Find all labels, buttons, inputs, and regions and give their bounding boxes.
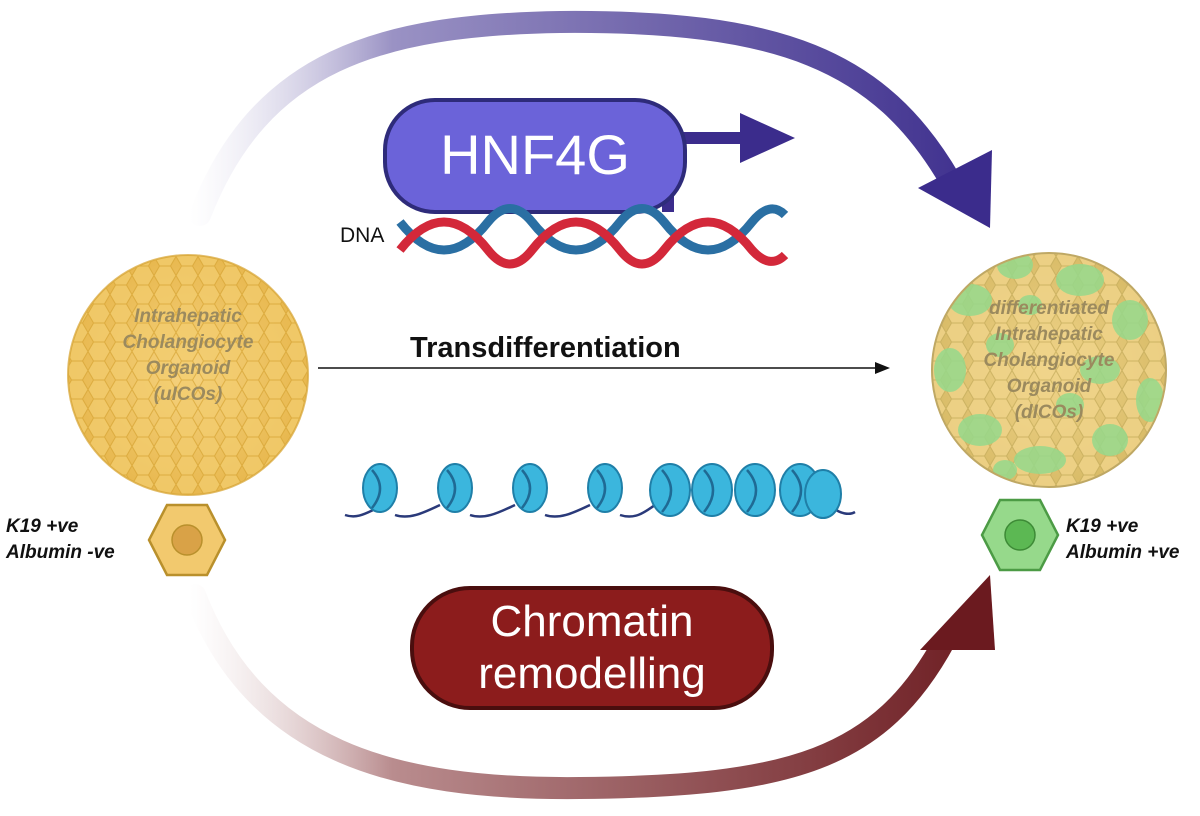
right-marker-k19: K19 +ve [1066,516,1139,537]
chromatin-fiber [344,463,856,519]
chromatin-label-line2: remodelling [478,649,706,698]
left-organoid-line: Organoid [145,358,231,379]
left-marker-k19: K19 +ve [6,516,79,537]
dna-label: DNA [340,224,385,247]
left-cell-nucleus [171,524,203,556]
right-organoid-line: (dICOs) [1014,402,1084,423]
top-arrow-curve [189,10,961,226]
right-markers: K19 +ve Albumin +ve [1066,514,1180,566]
right-organoid-line: Organoid [1006,376,1092,397]
left-markers: K19 +ve Albumin -ve [6,514,115,566]
transdiff-arrowhead [875,362,890,374]
green-cell-patches [932,253,1166,487]
left-organoid-line: Cholangiocyte [122,332,254,353]
hnf4g-pill [383,98,687,214]
bottom-arrow-curve [184,584,956,800]
left-organoid-line: Intrahepatic [134,306,242,327]
top-arrowhead [918,150,992,228]
transcription-arrowhead [740,113,795,163]
right-organoid-label: differentiated Intrahepatic Cholangiocyt… [949,296,1149,426]
left-marker-albumin: Albumin -ve [6,542,115,563]
chromatin-label-line1: Chromatin [490,597,694,646]
right-organoid-line: Intrahepatic [995,324,1103,345]
chromatin-pill [410,586,774,710]
dna-helix [396,204,789,269]
chromatin-label: Chromatin remodelling [412,596,772,700]
left-organoid-line: (uICOs) [153,384,223,405]
right-marker-albumin: Albumin +ve [1066,542,1180,563]
bottom-arrowhead [920,575,995,650]
left-organoid-label: Intrahepatic Cholangiocyte Organoid (uIC… [88,304,288,408]
hnf4g-label: HNF4G [440,123,630,186]
transdifferentiation-label: Transdifferentiation [410,332,681,364]
right-cell-nucleus [1004,519,1036,551]
right-organoid-line: Cholangiocyte [983,350,1115,371]
right-organoid-line: differentiated [988,298,1109,319]
